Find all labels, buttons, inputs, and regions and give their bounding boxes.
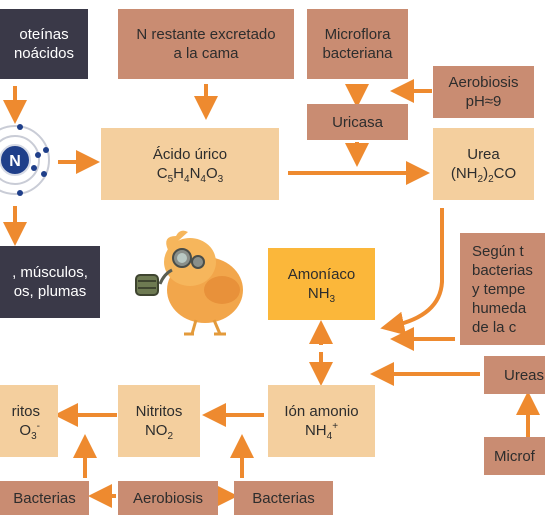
atom-symbol: N — [9, 153, 21, 170]
aerobiosis-box: Aerobiosis — [118, 481, 218, 515]
ammonia-formula: NH3 — [307, 285, 336, 305]
remaining-nitrogen-box: N restante excretado a la cama — [118, 9, 294, 79]
uric-acid-formula: C5H4N4O3 — [156, 165, 224, 185]
nitrites-box: Nitritos NO2 — [118, 385, 200, 457]
ammonium-ion-box: Ión amonio NH4+ — [268, 385, 375, 457]
arrow-urea-ammonia — [380, 208, 444, 336]
nitrites-formula: NO2 — [144, 422, 174, 442]
chick-with-gas-mask-icon — [135, 230, 243, 336]
nitrates-formula: O3- — [19, 421, 40, 442]
factors-box: Según t bacterias y tempe humeda de la c — [460, 233, 545, 345]
uric-acid-box: Ácido úrico C5H4N4O3 — [101, 128, 279, 200]
bacteria-right-box: Bacterias — [234, 481, 333, 515]
bacterial-microflora-box: Microflora bacteriana — [307, 9, 408, 79]
proteins-box: oteínas noácidos — [0, 9, 88, 79]
ammonia-box: Amoníaco NH3 — [268, 248, 375, 320]
muscles-feathers-box: , músculos, os, plumas — [0, 246, 100, 318]
urea-box: Urea (NH2)2CO — [433, 128, 534, 200]
uricase-box: Uricasa — [307, 104, 408, 140]
aerobiosis-ph-box: Aerobiosis pH≈9 — [433, 66, 534, 118]
ureases-box: Ureas — [484, 356, 545, 394]
urea-formula: (NH2)2CO — [450, 165, 517, 185]
nitrates-box: ritos O3- — [0, 385, 58, 457]
nitrogen-atom-icon: N — [0, 124, 50, 196]
bacteria-left-box: Bacterias — [0, 481, 89, 515]
ammonium-formula: NH4+ — [304, 421, 339, 442]
microflora-bottom-box: Microf — [484, 437, 545, 475]
